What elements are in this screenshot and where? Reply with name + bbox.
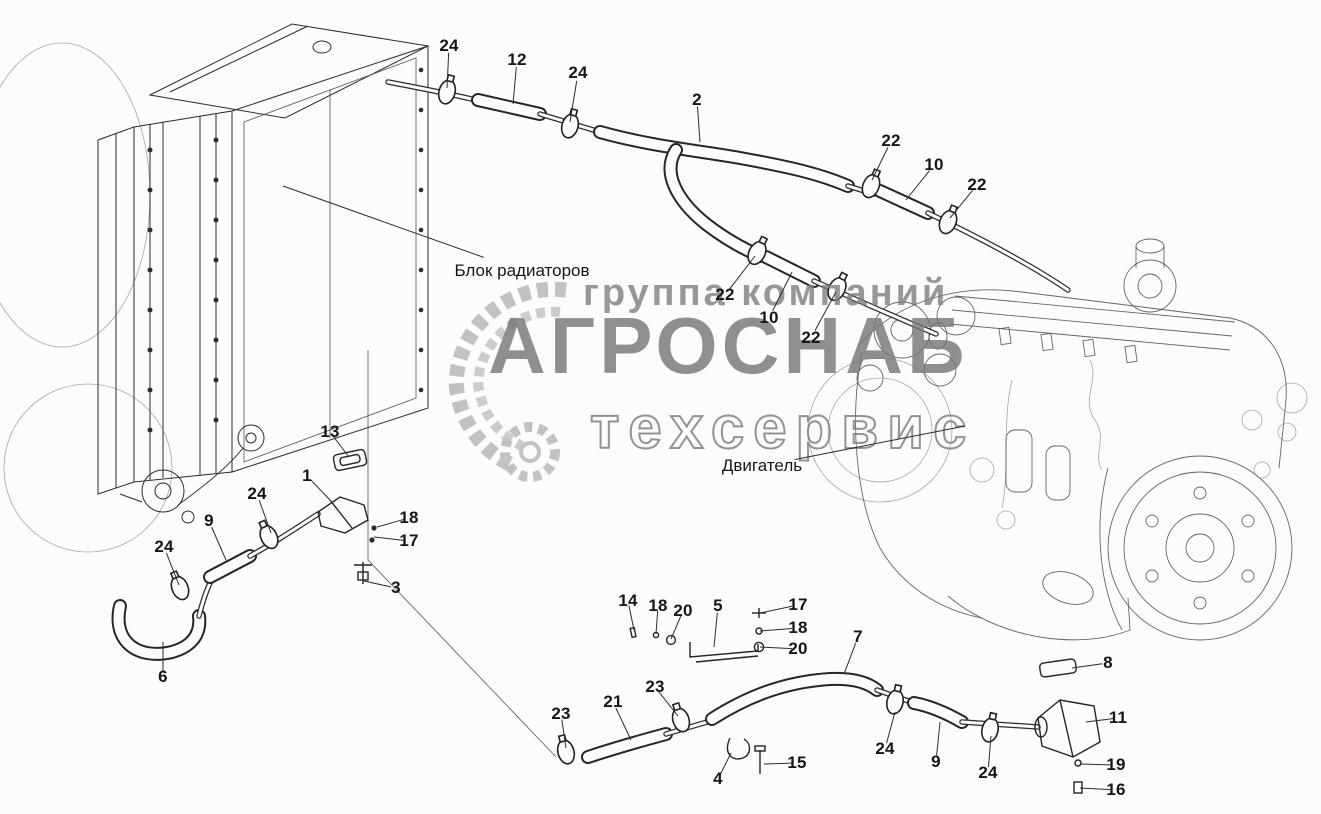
callout-number: 22 <box>967 175 987 194</box>
small-parts <box>317 448 1101 794</box>
callout-number: 3 <box>391 578 401 597</box>
callout-number: 10 <box>924 155 944 174</box>
callout-number: 17 <box>399 531 419 550</box>
callout-number: 11 <box>1108 708 1128 727</box>
callout-number: 2 <box>692 90 702 109</box>
callout-number: 24 <box>978 763 998 782</box>
callout-number: 20 <box>788 639 808 658</box>
callout-number: 19 <box>1106 755 1126 774</box>
callout-number: 10 <box>759 308 779 327</box>
callout-number: 16 <box>1106 780 1126 799</box>
callout-number: 4 <box>713 769 723 788</box>
callout-number: 15 <box>787 753 807 772</box>
callout-number: 1 <box>302 466 312 485</box>
callout-number: 21 <box>603 692 623 711</box>
radiator-side-bolts <box>418 67 424 393</box>
callout-number: 8 <box>1103 653 1113 672</box>
part-label: Блок радиаторов <box>454 261 590 280</box>
callout-number: 24 <box>154 537 174 556</box>
callout-number: 6 <box>158 667 168 686</box>
callout-number: 22 <box>881 131 901 150</box>
callout-number: 23 <box>645 677 665 696</box>
callout-number: 13 <box>320 422 340 441</box>
callout-number: 24 <box>568 63 588 82</box>
callout-number: 9 <box>931 752 941 771</box>
part-label: Двигатель <box>721 456 803 475</box>
callout-number: 22 <box>801 328 821 347</box>
callout-number: 18 <box>648 596 668 615</box>
callout-number: 24 <box>875 739 895 758</box>
radiator-bolts <box>147 137 219 433</box>
callout-number: 20 <box>673 601 693 620</box>
callout-number: 12 <box>507 50 527 69</box>
engine-drawing <box>807 238 1308 641</box>
callout-number: 18 <box>788 618 808 637</box>
callout-number: 17 <box>788 595 808 614</box>
callout-number: 9 <box>204 511 214 530</box>
watermark-wreath-icon <box>448 281 567 482</box>
callout-number: 24 <box>439 36 459 55</box>
callout-number: 24 <box>247 484 267 503</box>
callout-number: 22 <box>715 285 735 304</box>
callout-number: 18 <box>399 508 419 527</box>
callout-number: 14 <box>618 591 638 610</box>
hose-clamps <box>169 73 1000 765</box>
hoses-drawing <box>111 79 1071 764</box>
callout-number: 23 <box>551 704 571 723</box>
radiator-bracket <box>119 424 265 524</box>
radiator-drawing <box>0 23 557 758</box>
callout-number: 7 <box>853 627 863 646</box>
callout-number: 5 <box>713 596 723 615</box>
